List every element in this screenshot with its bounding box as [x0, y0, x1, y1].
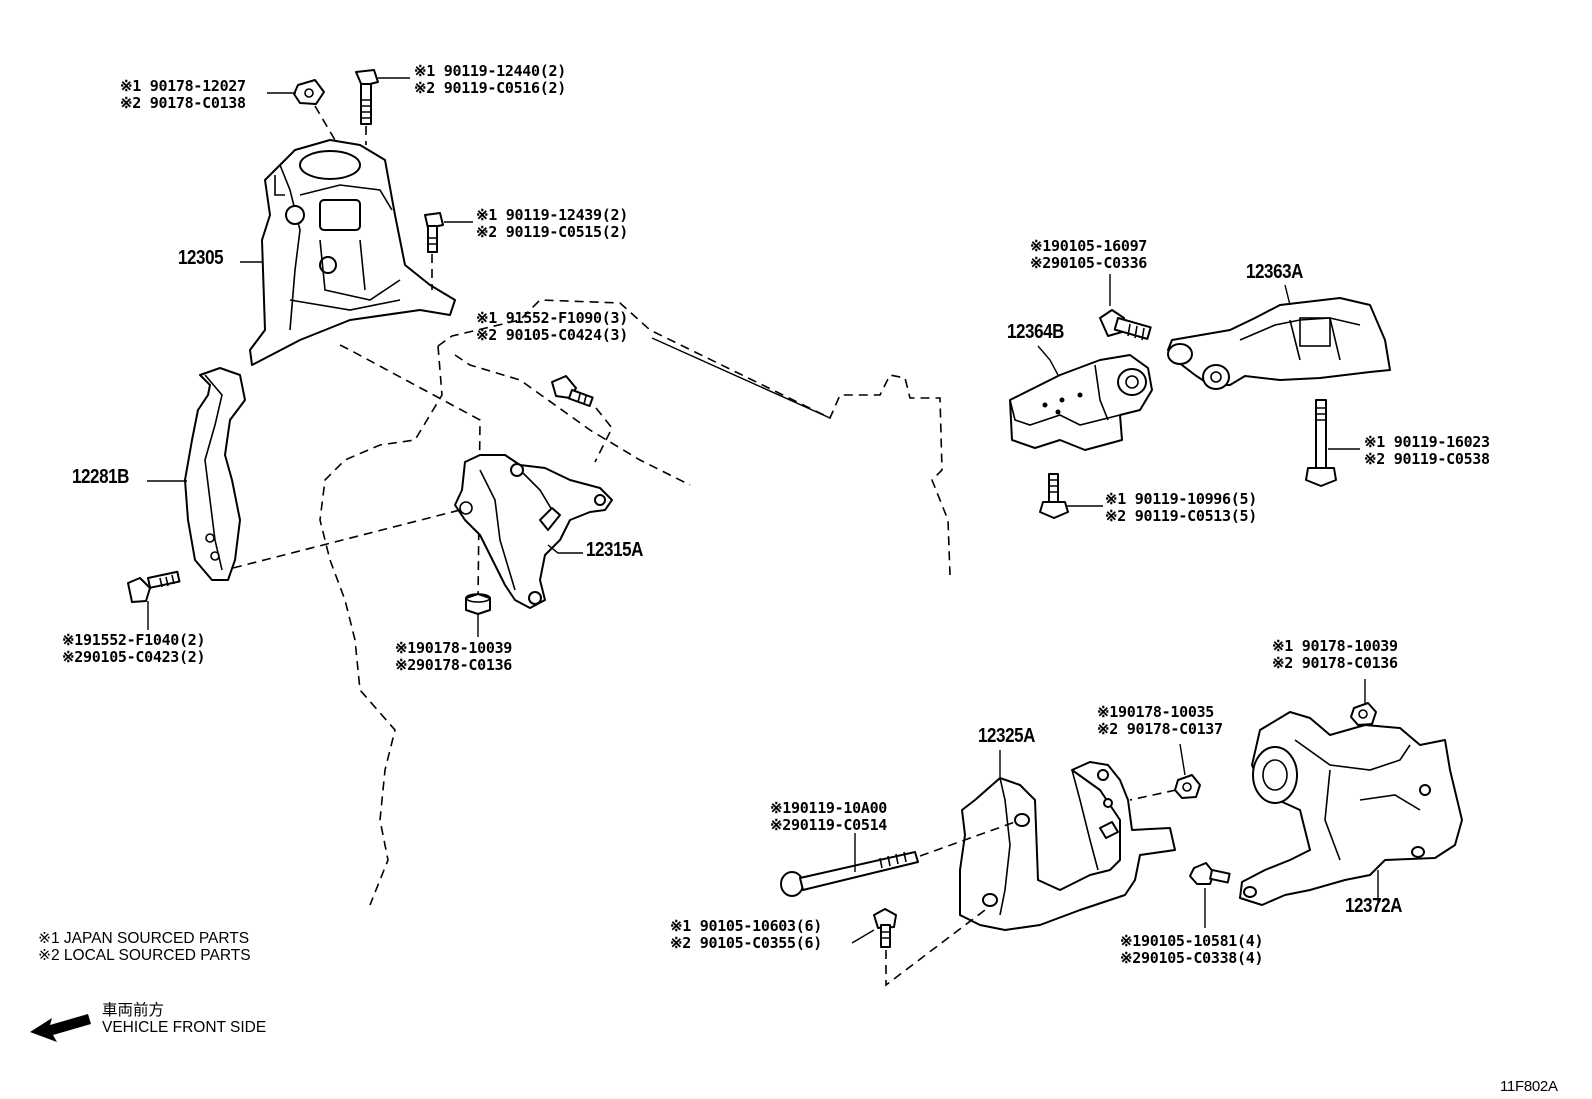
fastener-label: ※190105-10581(4)※290105-C0338(4)	[1120, 932, 1264, 967]
leader-lines	[147, 77, 1379, 944]
fastener-label: ※190178-10039※290178-C0136	[395, 639, 513, 674]
fastener-label: ※1 90178-10039※2 90178-C0136	[1272, 637, 1398, 672]
fastener-label: ※1 90105-10603(6)※2 90105-C0355(6)	[670, 917, 822, 952]
vehicle-front-side-label: 車両前方 VEHICLE FRONT SIDE	[102, 1002, 267, 1036]
nut-icon	[1174, 774, 1201, 799]
fastener-label: ※1 90178-12027※2 90178-C0138	[120, 77, 246, 112]
bracket-12325A	[959, 761, 1176, 931]
legend: ※1 JAPAN SOURCED PARTS ※2 LOCAL SOURCED …	[38, 930, 251, 964]
diagram-code: 11F802A	[1500, 1078, 1558, 1095]
bolt-icon	[873, 908, 897, 948]
part-label-12372A: 12372A	[1345, 895, 1403, 917]
fastener-label: ※191552-F1040(2)※290105-C0423(2)	[62, 631, 206, 666]
bolt-icon	[1189, 862, 1231, 885]
fastener-label: ※1 90119-16023※2 90119-C0538	[1364, 433, 1490, 468]
bolt-icon	[127, 570, 181, 603]
bolt-icon	[780, 851, 919, 897]
part-label-12325A: 12325A	[978, 725, 1036, 747]
fastener-label: ※190105-16097※290105-C0336	[1030, 237, 1148, 272]
legend-local-sourced: ※2 LOCAL SOURCED PARTS	[38, 947, 251, 964]
mount-12372A	[1239, 711, 1463, 906]
part-label-12364B: 12364B	[1007, 321, 1065, 343]
nut-icon	[465, 593, 491, 615]
nut-icon	[1350, 702, 1377, 726]
bolt-icon	[1099, 309, 1152, 341]
part-label-12315A: 12315A	[586, 539, 644, 561]
bracket-12281B	[184, 367, 246, 581]
bolt-icon	[1305, 399, 1337, 487]
fastener-label: ※1 90119-12439(2)※2 90119-C0515(2)	[476, 206, 628, 241]
fastener-label: ※190119-10A00※290119-C0514	[770, 799, 888, 834]
bolt-icon	[1039, 473, 1069, 519]
part-label-12281B: 12281B	[72, 466, 130, 488]
fastener-label: ※1 91552-F1090(3)※2 90105-C0424(3)	[476, 309, 628, 344]
bracket-12315A	[454, 454, 613, 609]
bolt-icon	[551, 375, 594, 407]
torque-rod-12363A	[1167, 297, 1391, 390]
nut-icon	[293, 79, 325, 105]
fastener-label: ※1 90119-10996(5)※2 90119-C0513(5)	[1105, 490, 1257, 525]
bolt-icon	[355, 69, 379, 125]
fastener-label: ※1 90119-12440(2)※2 90119-C0516(2)	[414, 62, 566, 97]
engine-mount-12305	[249, 139, 456, 366]
fastener-label: ※190178-10035※2 90178-C0137	[1097, 703, 1223, 738]
part-label-12305: 12305	[178, 247, 224, 269]
bolt-icon	[424, 212, 444, 253]
mount-12364B	[1009, 354, 1153, 451]
legend-japan-sourced: ※1 JAPAN SOURCED PARTS	[38, 930, 250, 947]
part-label-12363A: 12363A	[1246, 261, 1304, 283]
vehicle-front-arrow-icon	[30, 1014, 91, 1042]
